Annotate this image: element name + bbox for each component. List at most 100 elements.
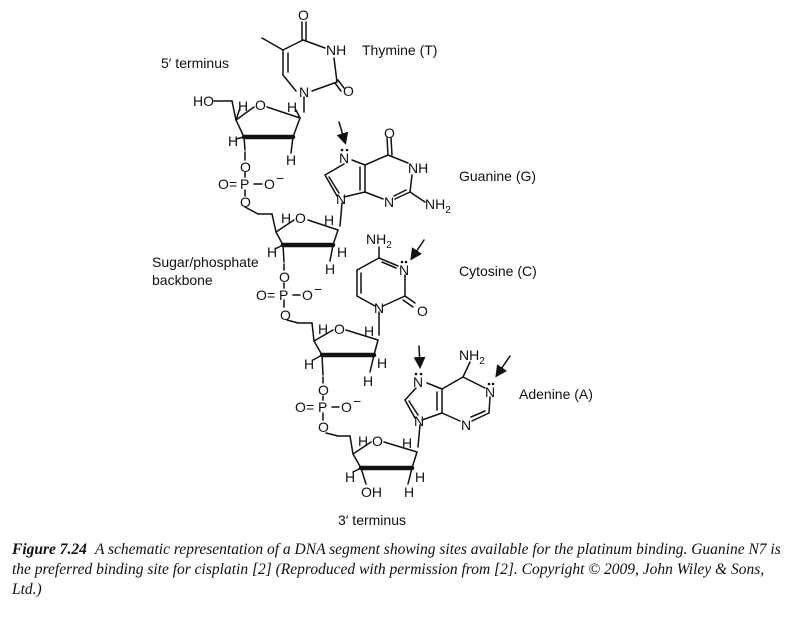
- sugar3-h: H: [377, 355, 387, 371]
- sugar1-h: H: [228, 133, 238, 149]
- lone-pair-dot: [487, 382, 491, 386]
- sugar-4: [349, 435, 418, 485]
- phosphate1-p: P: [240, 176, 249, 192]
- cytosine-n3: N: [399, 262, 409, 278]
- cytosine-ring: [356, 246, 416, 336]
- guanine-nh: NH: [408, 160, 428, 176]
- phosphate2-eq: =: [267, 287, 275, 303]
- three-prime-label: 3′ terminus: [338, 512, 406, 528]
- sugar2-h: H: [324, 212, 334, 228]
- phosphate1-o2: O: [240, 194, 251, 210]
- thymine-o2: O: [343, 83, 354, 99]
- guanine-nh2: NH2: [425, 196, 451, 216]
- phosphate3-o2: O: [318, 419, 329, 435]
- backbone-label-line1: Sugar/phosphate: [152, 254, 259, 270]
- backbone-label-line2: backbone: [152, 272, 213, 288]
- sugar4-h: H: [358, 433, 368, 449]
- sugar3-h: H: [363, 373, 373, 389]
- sugar1-h: H: [286, 152, 296, 168]
- lone-pair-dot: [340, 148, 344, 152]
- sugar2-h: H: [337, 244, 347, 260]
- cytosine-n1: N: [374, 300, 384, 316]
- sugar4-h: H: [415, 469, 425, 485]
- phosphate-1: [244, 151, 273, 215]
- dna-segment-diagram: O NH O N Thymine (T) 5′ terminus HO O H …: [152, 7, 593, 528]
- binding-site-arrow: [495, 355, 511, 378]
- adenine-n9: N: [414, 413, 424, 429]
- sugar3-o: O: [334, 321, 345, 337]
- phosphate2-oeq: O: [256, 287, 267, 303]
- adenine-n1: N: [485, 384, 495, 400]
- sugar4-h: H: [402, 435, 412, 451]
- sugar1-ho: HO: [193, 93, 214, 109]
- phosphate2-minus: −: [314, 281, 322, 297]
- sugar3-h: H: [364, 323, 374, 339]
- phosphate1-o: O: [240, 159, 251, 175]
- sugar4-h: H: [345, 469, 355, 485]
- adenine-label: Adenine (A): [519, 386, 593, 402]
- sugar-3: [311, 322, 379, 376]
- phosphate3-om: O: [341, 399, 352, 415]
- sugar-2: [271, 213, 339, 263]
- sugar2-h: H: [281, 210, 291, 226]
- binding-site-arrow: [410, 239, 425, 261]
- lone-pair-dot: [419, 372, 423, 376]
- adenine-n3: N: [461, 417, 471, 433]
- sugar2-h: H: [325, 261, 335, 277]
- phosphate2-o2: O: [280, 307, 291, 323]
- thymine-nh: NH: [326, 42, 346, 58]
- thymine-n1: N: [299, 84, 309, 100]
- phosphate3-p: P: [318, 399, 327, 415]
- phosphate1-minus: −: [276, 170, 284, 186]
- lone-pair-dot: [404, 260, 408, 264]
- lone-pair-dot: [345, 148, 349, 152]
- guanine-n9: N: [336, 191, 346, 207]
- sugar1-h: H: [238, 98, 248, 114]
- sugar4-oh: OH: [361, 484, 382, 500]
- adenine-nh2: NH2: [459, 347, 485, 367]
- phosphate1-om: O: [264, 176, 275, 192]
- lone-pair-dot: [400, 260, 404, 264]
- phosphate-2: [283, 263, 313, 324]
- guanine-label: Guanine (G): [459, 168, 536, 184]
- guanine-n7: N: [339, 150, 349, 166]
- phosphate3-minus: −: [353, 393, 361, 409]
- thymine-ring: [261, 21, 345, 113]
- sugar2-o: O: [295, 210, 306, 226]
- sugar1-h: H: [287, 99, 297, 115]
- thymine-o4: O: [298, 7, 309, 23]
- five-prime-label: 5′ terminus: [161, 55, 229, 71]
- thymine-label: Thymine (T): [362, 42, 437, 58]
- sugar1-o: O: [255, 97, 266, 113]
- phosphate2-om: O: [302, 287, 313, 303]
- adenine-n7: N: [413, 374, 423, 390]
- cytosine-label: Cytosine (C): [459, 263, 537, 279]
- phosphate1-oeq: O: [218, 176, 229, 192]
- guanine-rings: [324, 137, 426, 227]
- lone-pair-dot: [414, 372, 418, 376]
- phosphate1-eq: =: [229, 176, 237, 192]
- sugar2-h: H: [267, 244, 277, 260]
- figure-number: Figure 7.24: [12, 541, 87, 558]
- sugar4-o: O: [372, 433, 383, 449]
- adenine-rings: [404, 361, 491, 448]
- guanine-n3: N: [384, 194, 394, 210]
- guanine-o6: O: [384, 125, 395, 141]
- sugar-1: [213, 100, 301, 154]
- binding-site-arrow: [336, 121, 349, 145]
- lone-pair-dot: [491, 382, 495, 386]
- cytosine-o2: O: [417, 303, 428, 319]
- sugar4-h: H: [404, 484, 414, 500]
- cytosine-nh2: NH2: [366, 231, 392, 251]
- phosphate-3: [322, 376, 351, 437]
- phosphate2-o: O: [279, 269, 290, 285]
- caption-text: A schematic representation of a DNA segm…: [12, 541, 781, 598]
- phosphate2-p: P: [279, 287, 288, 303]
- phosphate3-o: O: [318, 382, 329, 398]
- sugar3-h: H: [304, 356, 314, 372]
- binding-site-arrow: [413, 345, 426, 369]
- phosphate3-oeq: O: [295, 399, 306, 415]
- phosphate3-eq: =: [306, 399, 314, 415]
- sugar3-h: H: [318, 321, 328, 337]
